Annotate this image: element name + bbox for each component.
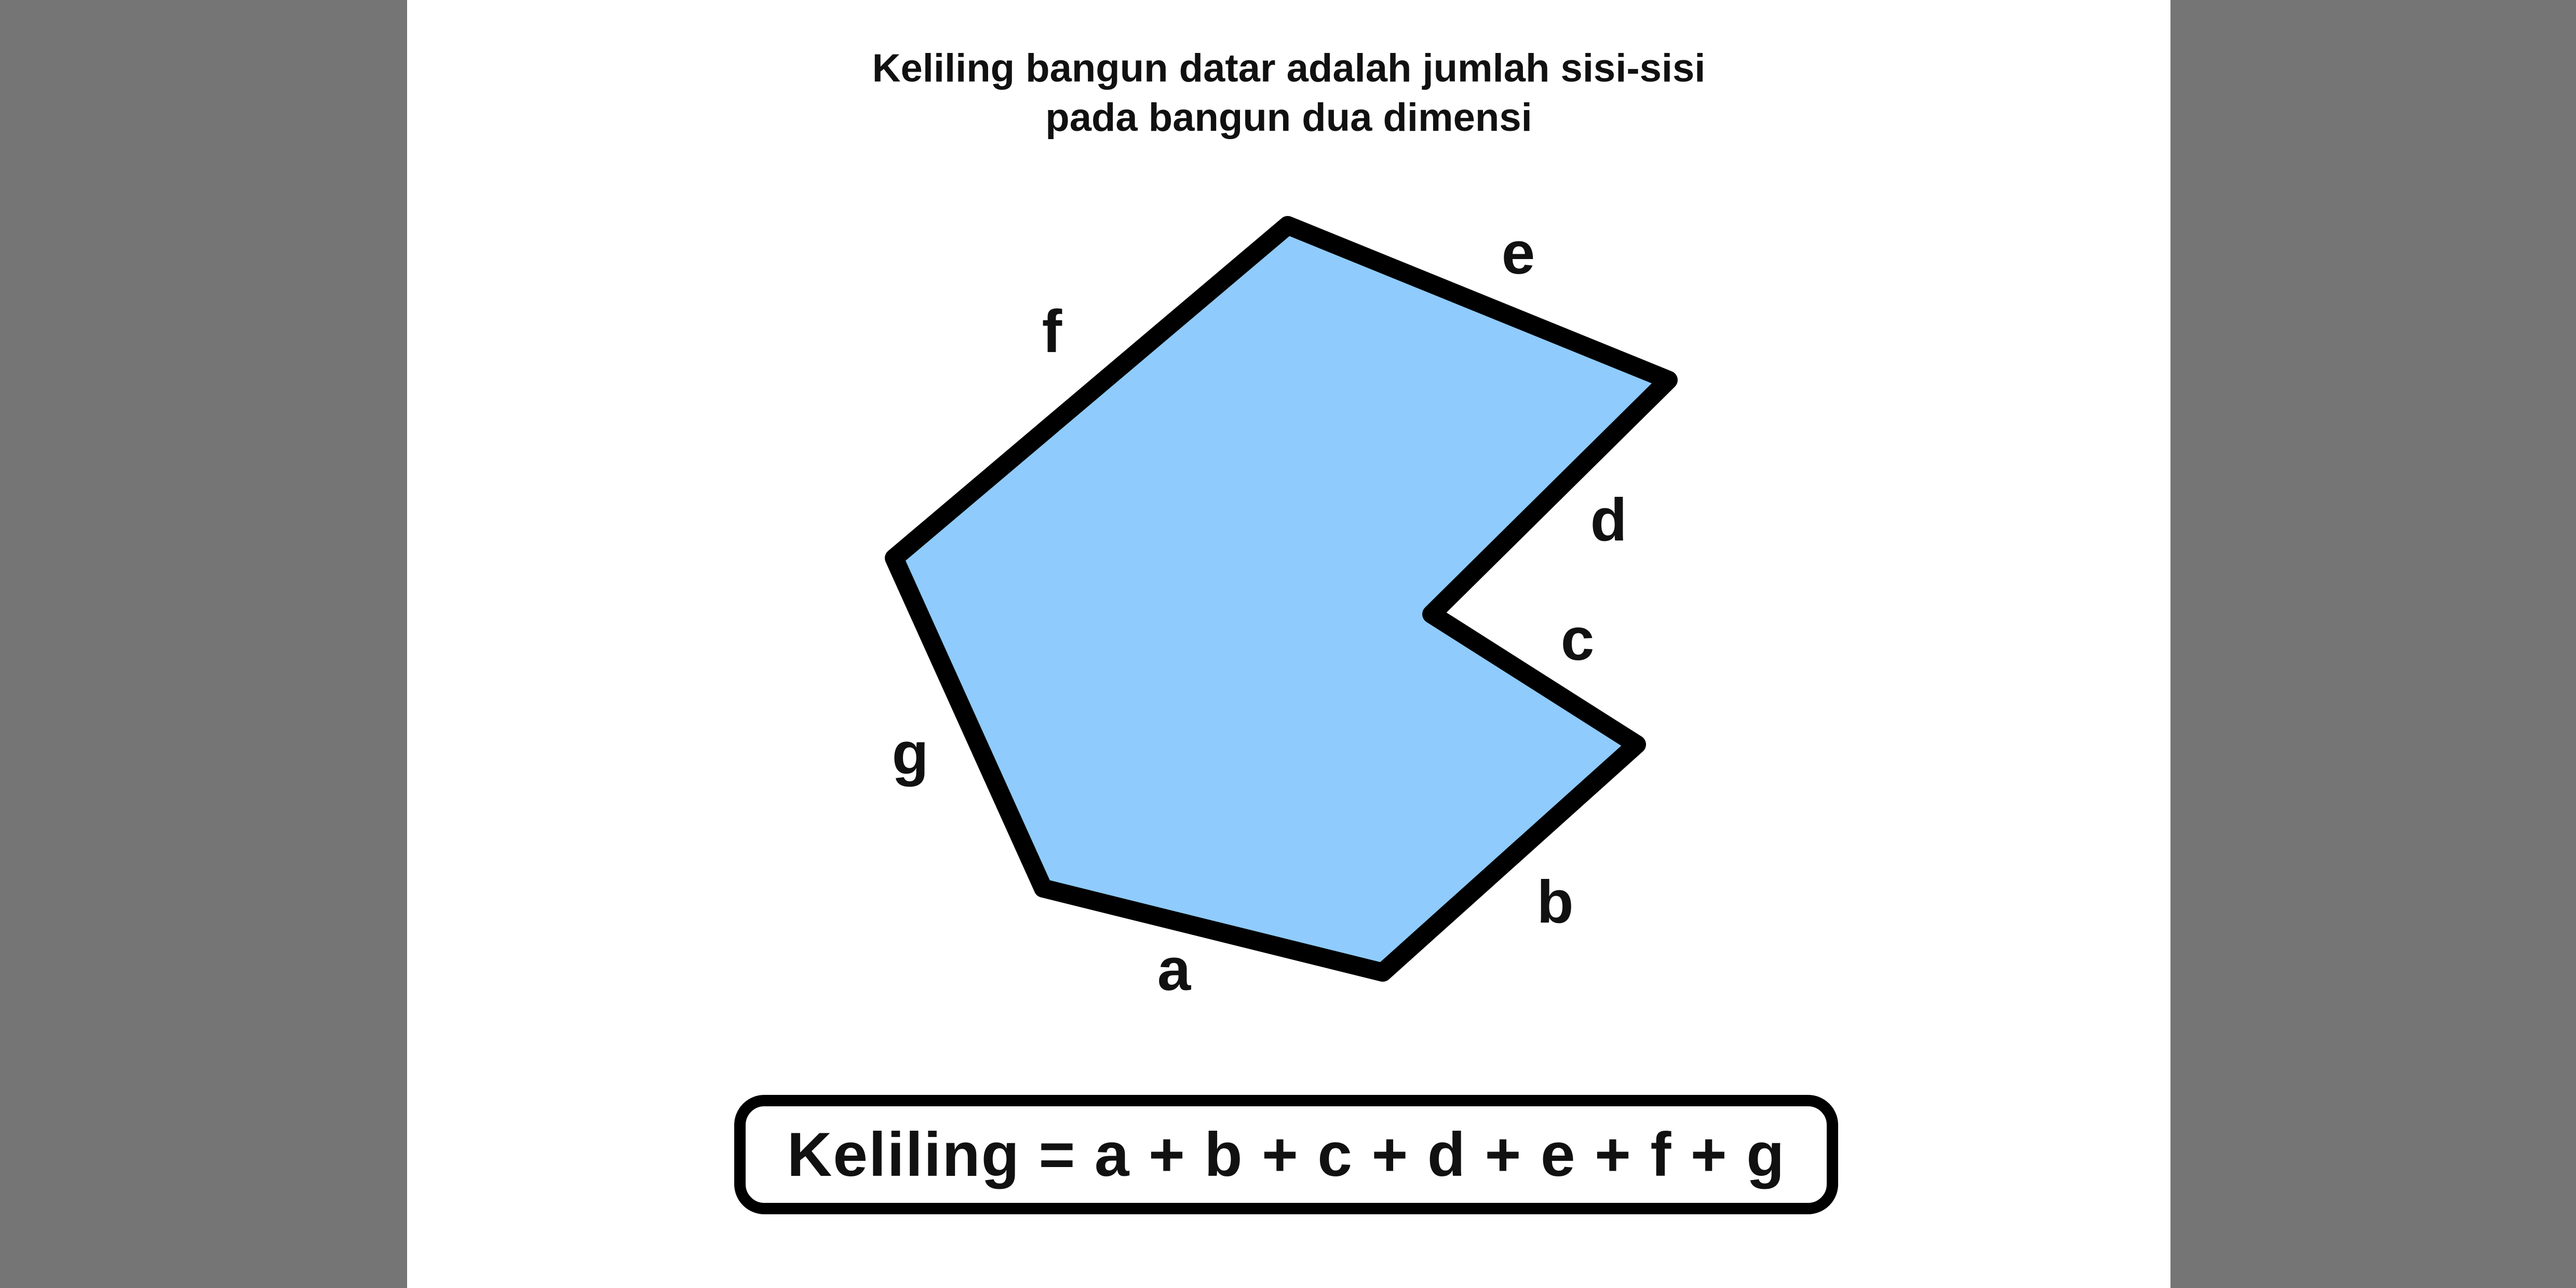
- title-line-2: pada bangun dua dimensi: [1045, 96, 1532, 140]
- side-label-b: b: [1537, 868, 1574, 936]
- side-label-c: c: [1561, 605, 1595, 673]
- perimeter-formula-box: Keliling = a + b + c + d + e + f + g: [734, 1095, 1838, 1214]
- title-line-1: Keliling bangun datar adalah jumlah sisi…: [872, 46, 1706, 90]
- page-title: Keliling bangun datar adalah jumlah sisi…: [407, 44, 2170, 142]
- side-label-f: f: [1042, 297, 1062, 365]
- heptagon-shape: [885, 216, 1678, 982]
- side-label-d: d: [1590, 486, 1627, 553]
- side-label-e: e: [1502, 219, 1535, 287]
- perimeter-formula: Keliling = a + b + c + d + e + f + g: [787, 1120, 1786, 1189]
- side-label-a: a: [1157, 936, 1192, 1003]
- side-label-g: g: [892, 720, 929, 787]
